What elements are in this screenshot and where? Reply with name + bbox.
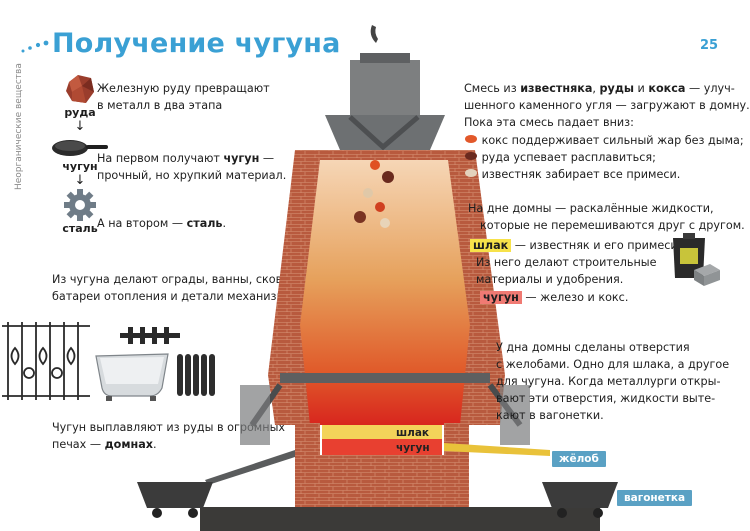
step-label-ore: руда xyxy=(64,106,96,119)
list-item: кокс поддерживает сильный жар без дыма; xyxy=(464,132,744,149)
ore-piece-icon xyxy=(465,152,477,160)
crankshaft-illustration xyxy=(120,327,180,344)
arrow-down-icon: ↓ xyxy=(74,119,86,134)
bathtub-illustration xyxy=(95,353,169,401)
tap-holes-text: У дна домны сделаны отверстия с желобами… xyxy=(496,341,730,422)
mix-text: Смесь из известняка, руды и кокса — улуч… xyxy=(464,82,750,129)
list-item: руда успевает расплавиться; xyxy=(464,149,744,166)
section-side-label: Неорганические вещества xyxy=(14,63,24,190)
limestone-icon xyxy=(465,169,477,177)
iron-highlight: чугун xyxy=(480,291,522,304)
ore-icon xyxy=(66,75,94,103)
furnace-slag-label: шлак xyxy=(396,427,430,439)
bottom-liquids-text: На дне домны — раскалённые жидкости, кот… xyxy=(468,202,745,232)
furnace-iron-label: чугун xyxy=(396,442,430,454)
furnace-intro-text: Чугун выплавляют из руды в огромных печа… xyxy=(52,421,286,451)
page-number: 25 xyxy=(700,38,719,53)
gear-icon xyxy=(64,189,96,221)
coke-icon xyxy=(465,135,477,143)
arrow-down-icon: ↓ xyxy=(74,173,86,188)
iron-uses-text: Из чугуна делают ограды, ванны, сковород… xyxy=(52,273,329,303)
iron-stage-text: На первом получают чугун — прочный, но х… xyxy=(97,152,287,182)
mix-bullets: кокс поддерживает сильный жар без дыма; … xyxy=(464,132,744,183)
fertilizer-bag-illustration xyxy=(673,233,705,278)
step-label-iron: чугун xyxy=(62,160,98,173)
list-item: известняк забирает все примеси. xyxy=(464,166,744,183)
frying-pan-icon xyxy=(52,140,108,156)
cart-right-illustration xyxy=(542,482,618,518)
iron-text: чугун — железо и кокс. xyxy=(480,289,628,306)
steel-stage-text: А на втором — сталь. xyxy=(97,217,227,230)
radiator-illustration xyxy=(177,354,215,396)
intro-text: Железную руду превращают в металл в два … xyxy=(97,82,270,112)
page-title: Получение чугуна xyxy=(52,28,341,59)
cart-label: вагонетка xyxy=(617,490,693,506)
cinder-block-illustration xyxy=(694,264,720,286)
step-list: руда ↓ чугун ↓ сталь xyxy=(50,72,110,235)
cart-left-illustration xyxy=(137,482,213,518)
fence-illustration xyxy=(2,322,90,400)
step-label-steel: сталь xyxy=(62,222,98,235)
blast-furnace-illustration xyxy=(200,25,600,531)
decorative-dots-icon xyxy=(21,40,49,53)
slag-text: шлак — известняк и его примеси. Из него … xyxy=(470,237,681,288)
slag-highlight: шлак xyxy=(470,239,512,252)
trough-label: жёлоб xyxy=(552,451,606,467)
